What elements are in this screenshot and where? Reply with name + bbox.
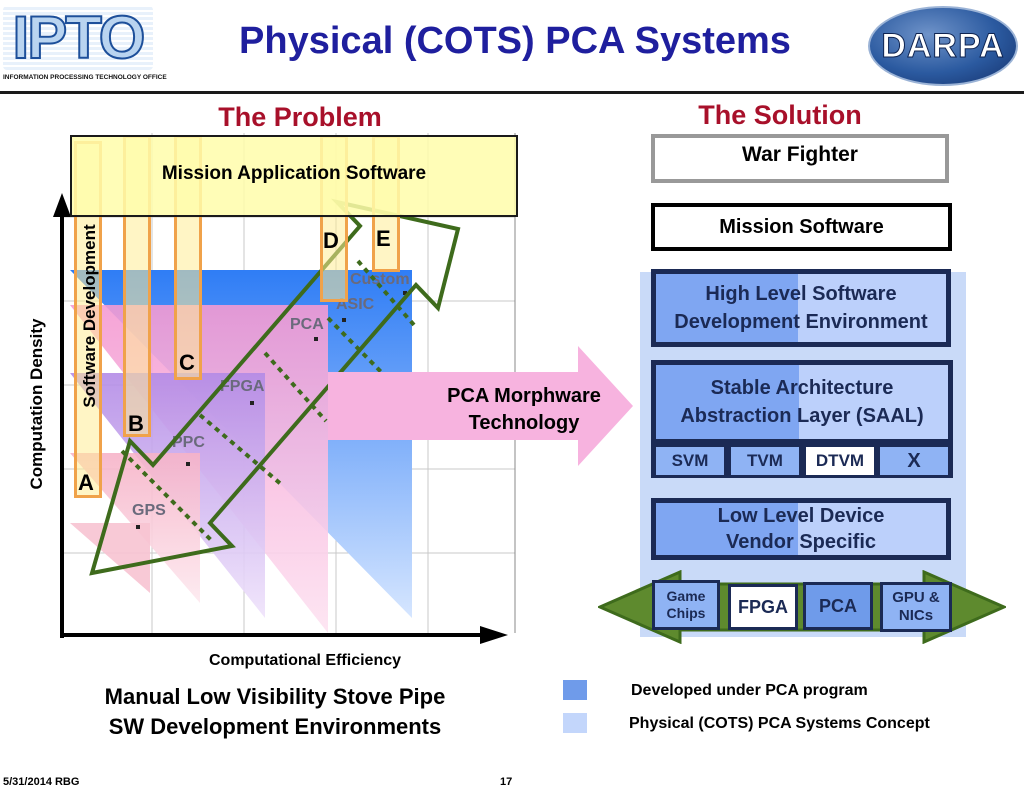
- problem-heading: The Problem: [218, 101, 382, 132]
- vm-x: X: [880, 447, 948, 475]
- chip-dot-ppc: [186, 462, 190, 466]
- darpa-logo-text: DARPA: [881, 26, 1005, 65]
- mission-application-box: Mission Application Software: [70, 135, 518, 217]
- chip-dot-asic: [342, 318, 346, 322]
- dev-letter-e: E: [376, 226, 391, 251]
- chip-label-pca: PCA: [290, 316, 324, 333]
- chip-label-custom: Custom: [350, 271, 410, 288]
- high-level-sde-line2: Development Environment: [674, 311, 928, 333]
- hw-fpga-box: FPGA: [728, 584, 798, 630]
- dev-letter-c: C: [179, 350, 195, 375]
- page-title: Physical (COTS) PCA Systems: [239, 19, 791, 62]
- hw-fpga-label: FPGA: [731, 587, 795, 627]
- legend-swatch-developed: [563, 680, 587, 700]
- gps-wedge: [70, 523, 150, 593]
- ipto-logo: IPTO INFORMATION PROCESSING TECHNOLOGY O…: [3, 5, 167, 86]
- hw-game-chips-box: Game Chips: [652, 580, 720, 630]
- chip-dot-gps: [136, 525, 140, 529]
- hw-gpu-nics-label: GPU & NICs: [883, 585, 949, 629]
- mission-software-box: Mission Software: [651, 203, 952, 251]
- vm-svm: SVM: [656, 447, 724, 475]
- low-level-line2: Vendor Specific: [725, 531, 877, 553]
- chip-label-gps: GPS: [132, 502, 166, 519]
- header-divider: [0, 91, 1024, 94]
- chip-label-fpga: FPGA: [220, 378, 265, 395]
- hw-gpu-nics-box: GPU & NICs: [880, 582, 952, 632]
- mission-software-label: Mission Software: [719, 215, 884, 238]
- low-level-device-box: Low Level Device Vendor Specific: [651, 498, 951, 560]
- x-axis-label: Computational Efficiency: [208, 652, 402, 669]
- vm-dtvm: DTVM: [806, 447, 874, 475]
- hw-pca-box: PCA: [803, 582, 873, 630]
- y-axis-label: Computation Density: [27, 318, 46, 490]
- chip-dot-fpga: [250, 401, 254, 405]
- war-fighter-label: War Fighter: [742, 142, 858, 166]
- vm-tvm: TVM: [731, 447, 799, 475]
- morphware-label-line1: PCA Morphware: [447, 384, 601, 407]
- low-level-line1: Low Level Device: [717, 505, 885, 527]
- legend-label-developed: Developed under PCA program: [631, 682, 868, 699]
- high-level-sde-box: High Level Software Development Environm…: [651, 269, 951, 347]
- saal-line2: Abstraction Layer (SAAL): [680, 405, 924, 427]
- war-fighter-box: War Fighter: [651, 134, 949, 183]
- ipto-logo-subtitle: INFORMATION PROCESSING TECHNOLOGY OFFICE: [3, 74, 167, 81]
- dev-letter-d: D: [323, 228, 339, 253]
- solution-heading: The Solution: [698, 99, 862, 130]
- problem-caption-line2: SW Development Environments: [108, 714, 442, 739]
- saal-line1: Stable Architecture: [710, 377, 894, 399]
- darpa-logo: DARPA: [868, 6, 1018, 86]
- hw-game-chips-label: Game Chips: [655, 583, 717, 627]
- dev-letter-b: B: [128, 411, 144, 436]
- morphware-arrow: [328, 346, 633, 466]
- chip-label-ppc: PPC: [172, 434, 205, 451]
- footer-date: 5/31/2014 RBG: [3, 776, 80, 788]
- dev-letter-a: A: [78, 470, 94, 495]
- problem-caption-line1: Manual Low Visibility Stove Pipe: [104, 684, 446, 709]
- plot-axes: [53, 193, 508, 644]
- hw-pca-label: PCA: [806, 585, 870, 627]
- footer-page-number: 17: [500, 776, 513, 788]
- morphware-label-line2: Technology: [468, 411, 580, 434]
- legend-label-concept: Physical (COTS) PCA Systems Concept: [629, 715, 930, 732]
- legend-swatch-concept: [563, 713, 587, 733]
- high-level-sde-line1: High Level Software: [705, 283, 897, 305]
- mission-application-label: Mission Application Software: [161, 163, 427, 184]
- double-arrow: [89, 198, 461, 576]
- chip-dot-custom: [403, 291, 407, 295]
- ipto-logo-mark: IPTO: [3, 5, 153, 71]
- software-development-label: Software Development: [80, 224, 99, 408]
- chip-dot-pca: [314, 337, 318, 341]
- saal-box: Stable Architecture Abstraction Layer (S…: [651, 360, 953, 444]
